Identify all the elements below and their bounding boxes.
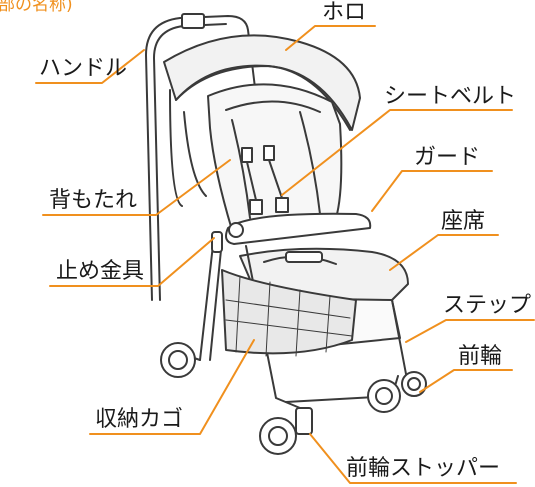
label-backrest: 背もたれ [49, 188, 138, 213]
leader-handle [35, 49, 145, 84]
leader-guard [371, 170, 493, 212]
label-wheel-stopper: 前輪ストッパー [346, 456, 501, 481]
leader-basket [89, 339, 255, 435]
leader-hood [285, 25, 376, 51]
label-seatbelt: シートベルト [384, 84, 517, 109]
leader-wheel-stopper [309, 433, 517, 484]
leader-step [405, 319, 535, 343]
leader-seatbelt [281, 109, 513, 196]
label-basket: 収納カゴ [95, 407, 184, 432]
leader-seat [389, 234, 499, 271]
leader-front-wheel [419, 369, 513, 393]
label-lock: 止め金具 [56, 259, 145, 284]
label-step: ステップ [443, 293, 532, 318]
label-guard: ガード [414, 145, 481, 170]
front-left-wheel [259, 417, 297, 455]
rear-left-wheel [160, 342, 196, 378]
leader-backrest [42, 159, 231, 216]
label-seat: 座席 [441, 209, 486, 234]
canopy [163, 34, 361, 131]
label-front-wheel: 前輪 [458, 344, 503, 369]
rear-right-wheel [367, 379, 401, 413]
label-hood: ホロ [322, 0, 367, 25]
front-right-wheel [401, 371, 427, 397]
label-handle: ハンドル [39, 56, 128, 81]
guard-bar [225, 212, 372, 245]
leader-lock [49, 237, 215, 287]
heading: 部の名称) [0, 0, 73, 15]
